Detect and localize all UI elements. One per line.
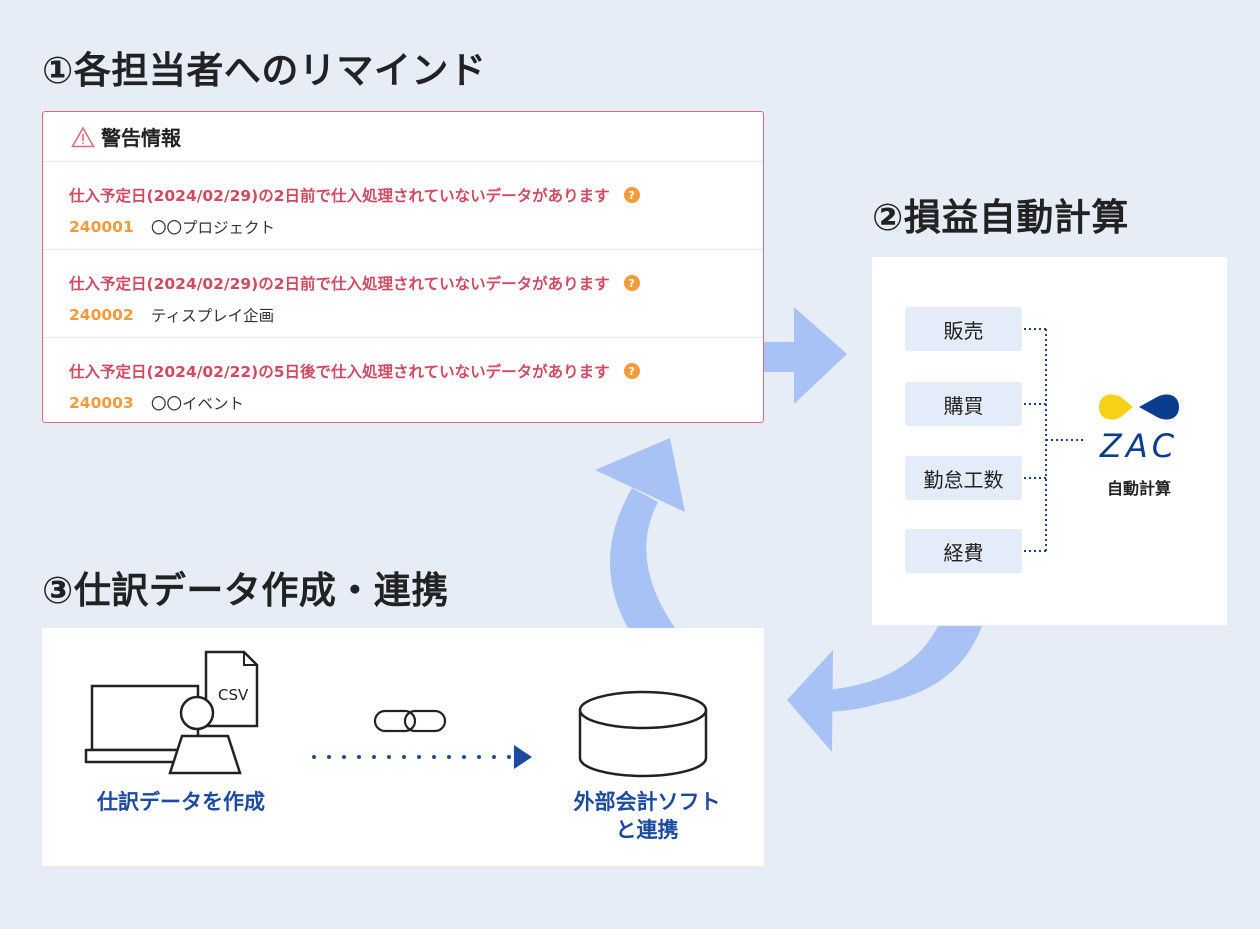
external-software-caption-line1: 外部会計ソフト	[573, 790, 721, 814]
database-icon	[578, 690, 708, 778]
auto-calc-panel: 販売 購買 勤怠工数 経費 ZAC 自動計算	[872, 257, 1227, 625]
external-software-caption: 外部会計ソフト と連携	[542, 788, 752, 844]
warning-item[interactable]: 仕入予定日(2024/02/22)の5日後で仕入処理されていないデータがあります…	[43, 338, 763, 426]
warning-header: 警告情報	[43, 112, 763, 162]
warning-item[interactable]: 仕入予定日(2024/02/29)の2日前で仕入処理されていないデータがあります…	[43, 162, 763, 250]
project-code: 240001	[69, 218, 134, 236]
project-name: ティスプレイ企画	[151, 307, 275, 325]
link-icon	[373, 709, 447, 733]
svg-text:CSV: CSV	[218, 686, 249, 704]
project-name: 〇〇イベント	[151, 395, 245, 413]
csv-file-icon: CSV	[204, 650, 259, 728]
project-code: 240002	[69, 306, 134, 324]
zac-logo-icon	[1099, 394, 1179, 420]
warning-item[interactable]: 仕入予定日(2024/02/29)の2日前で仕入処理されていないデータがあります…	[43, 250, 763, 338]
dotted-arrow	[312, 745, 532, 769]
auto-calc-caption: 自動計算	[1106, 479, 1171, 498]
external-software-caption-line2: と連携	[615, 818, 679, 842]
help-icon[interactable]: ?	[623, 187, 640, 203]
warning-title: 警告情報	[101, 126, 181, 150]
connector-lines	[1024, 328, 1084, 552]
arrow-reminder-to-profit	[764, 307, 847, 404]
warning-message: 仕入予定日(2024/02/29)の2日前で仕入処理されていないデータがあります	[69, 275, 610, 293]
journal-illustration: CSV	[84, 650, 708, 778]
warning-triangle-icon	[71, 125, 95, 147]
project-name: 〇〇プロジェクト	[151, 219, 276, 237]
input-expenses: 経費	[905, 529, 1022, 573]
input-purchasing: 購買	[905, 382, 1022, 426]
project-code: 240003	[69, 394, 134, 412]
arrow-journal-to-reminder	[595, 438, 685, 628]
zac-brand: ZAC	[1099, 427, 1179, 465]
warning-message: 仕入予定日(2024/02/22)の5日後で仕入処理されていないデータがあります	[69, 363, 610, 381]
journal-panel: CSV 仕訳データを作成 外部会計ソフト と連携	[42, 628, 764, 866]
warning-message: 仕入予定日(2024/02/29)の2日前で仕入処理されていないデータがあります	[69, 187, 610, 205]
arrow-profit-to-journal	[787, 626, 982, 752]
section-title-reminder: ①各担当者へのリマインド	[42, 49, 487, 92]
help-icon[interactable]: ?	[623, 363, 640, 379]
input-sales: 販売	[905, 307, 1022, 351]
warning-panel: 警告情報 仕入予定日(2024/02/29)の2日前で仕入処理されていないデータ…	[42, 111, 764, 423]
section-title-profit: ②損益自動計算	[872, 196, 1129, 239]
input-attendance-hours: 勤怠工数	[905, 456, 1022, 500]
create-journal-caption: 仕訳データを作成	[97, 790, 265, 814]
person-icon	[168, 695, 242, 775]
section-title-journal: ③仕訳データ作成・連携	[42, 569, 449, 612]
help-icon[interactable]: ?	[623, 275, 640, 291]
